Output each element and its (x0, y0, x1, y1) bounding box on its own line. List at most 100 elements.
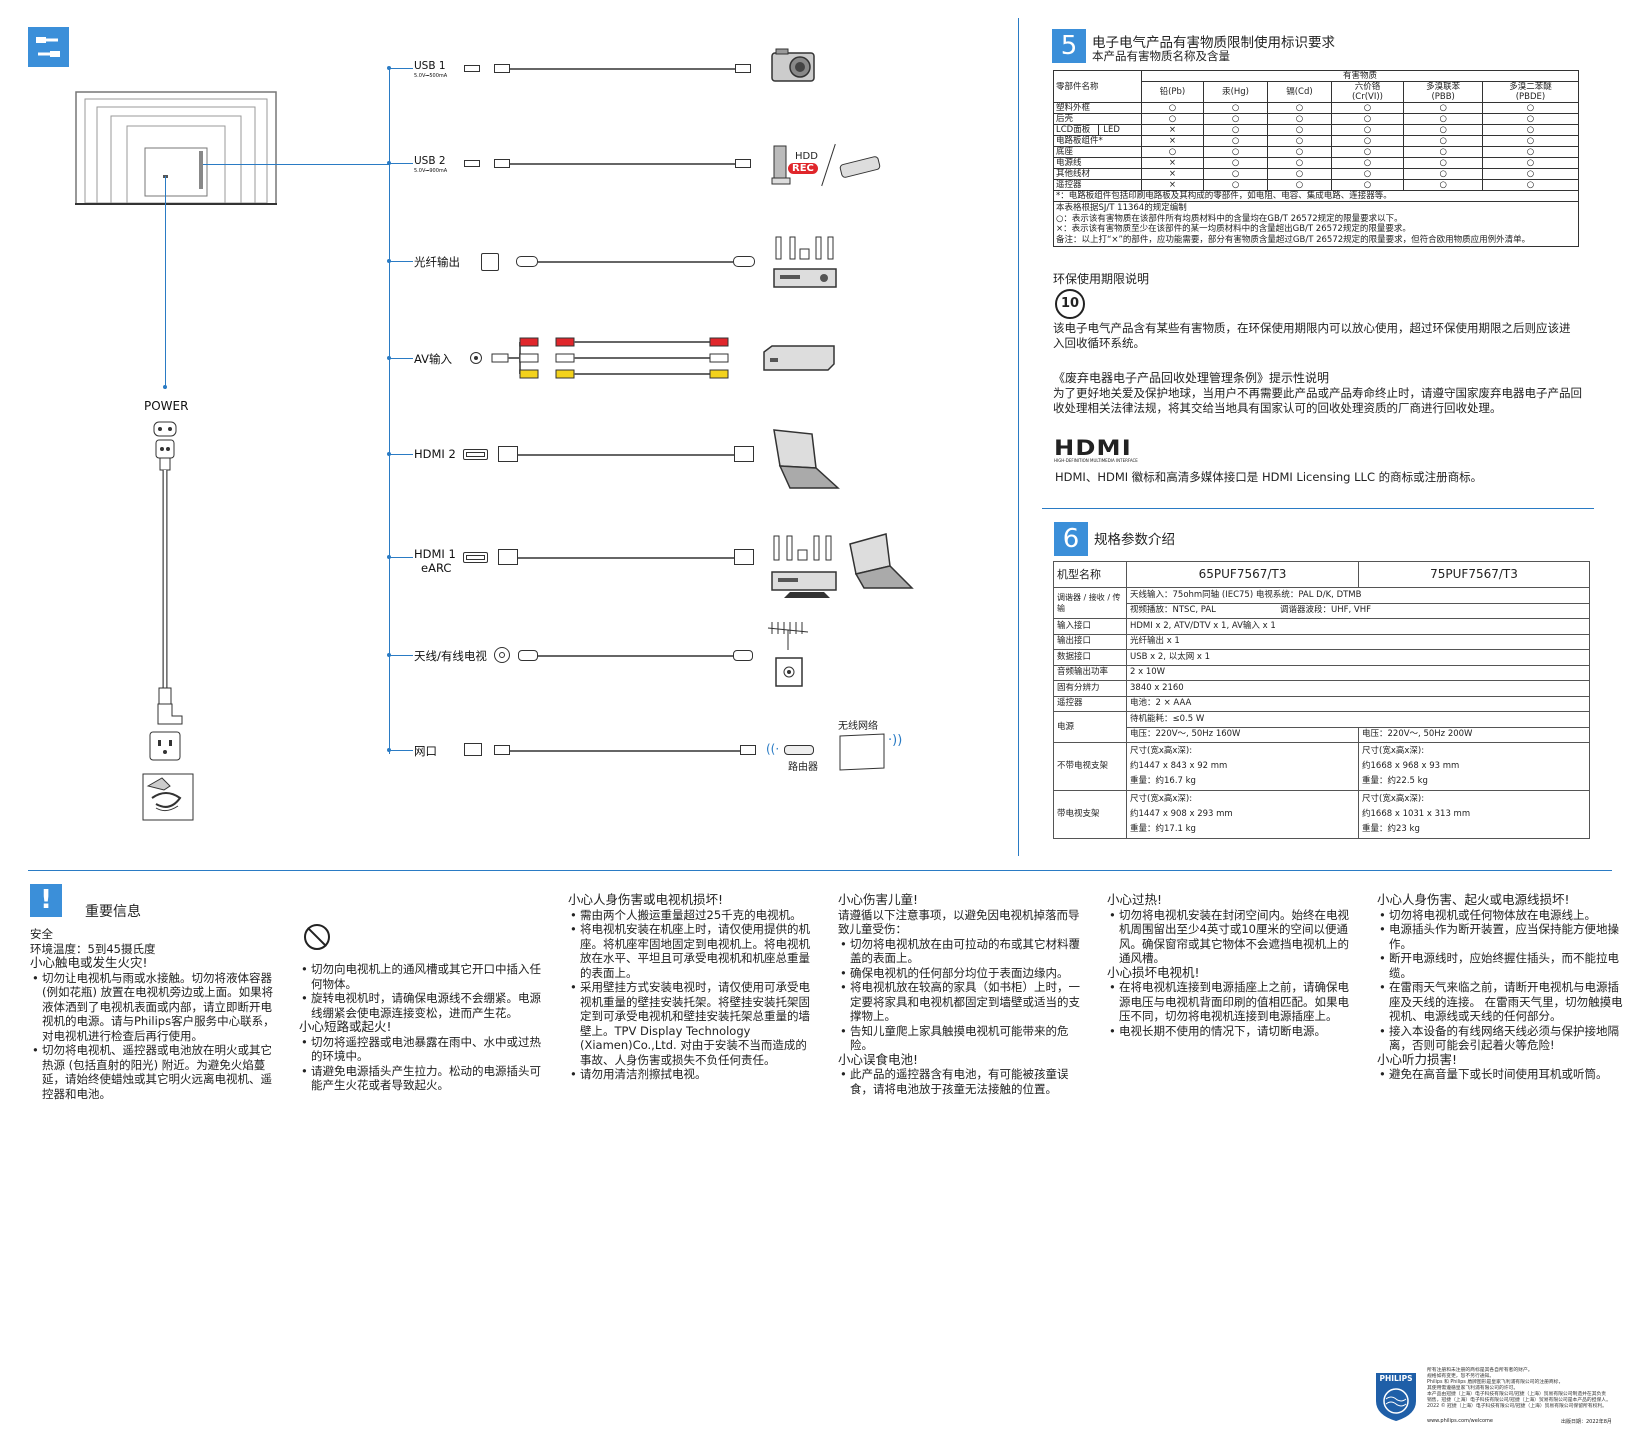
hazard-cell: ○ (1267, 168, 1332, 180)
hazard-table: 零部件名称 有害物质 铅(Pb)汞(Hg)镉(Cd)六价铬 (Cr(VI))多溴… (1053, 70, 1579, 247)
footer-legal-line: 2022 © 冠捷（上海）电子科技有限公司/冠捷（上海）贸易有限公司保留所有权利… (1427, 1404, 1607, 1409)
spec-key: 固有分辨力 (1053, 680, 1127, 697)
hazard-cell: ○ (1141, 113, 1204, 125)
port-label-hdmi1: HDMI 1 (414, 547, 456, 561)
hdmi-plug-icon (498, 549, 518, 565)
usb1-cable (510, 68, 735, 70)
antenna-port-icon (494, 647, 510, 663)
philips-brand: PHILIPS (1379, 1374, 1413, 1383)
hazard-part-subname: LED (1098, 125, 1120, 135)
footer-legal-line: Philips 和 Philips 盾牌图形是皇家飞利浦有限公司的注册商标， (1427, 1380, 1564, 1385)
hazard-substance-header: 镉(Cd) (1267, 81, 1332, 103)
spec-tuner-band: 调谐器波段：UHF, VHF (1280, 605, 1372, 616)
spec-model-a: 65PUF7567/T3 (1126, 561, 1359, 588)
port-label-earc: eARC (421, 561, 452, 575)
hazard-cell: ○ (1267, 102, 1332, 114)
hazard-cell: ○ (1202, 157, 1269, 169)
safety-heading: 小心伤害儿童! (838, 892, 919, 907)
hazard-cell: ○ (1267, 146, 1332, 158)
hazard-part-name: 电源线 (1056, 158, 1082, 168)
safety-item: 切勿将遥控器或电池暴露在雨中、水中或过热的环境中。 (299, 1035, 549, 1064)
spec-table: 机型名称 65PUF7567/T3 75PUF7567/T3 调谐器 / 接收 … (1053, 561, 1590, 839)
safety-item: 切勿向电视机上的通风槽或其它开口中插入任何物体。 (299, 962, 549, 991)
hazard-part-name: 底座 (1056, 147, 1074, 157)
spec-stand-label: 带电视支架 (1053, 790, 1127, 839)
spec-key: 遥控器 (1053, 695, 1127, 712)
safety-heading: 小心人身伤害或电视机损坏! (568, 892, 724, 907)
footer-legal-text: 所有注册和未注册的商标是其各自所有者的财产。规格如有变更，恕不另行通知。Phil… (1427, 1368, 1617, 1410)
safety-item: 切勿将电视机或任何物体放在电源线上。 (1377, 908, 1627, 923)
safety-item: 请避免电源插头产生拉力。松动的电源插头可能产生火花或者导致起火。 (299, 1064, 549, 1093)
spec-tuner-label: 调谐器 / 接收 / 传输 (1053, 587, 1127, 619)
env-period-text: 该电子电气产品含有某些有害物质，在环保使用期限内可以放心使用，超过环保使用期限之… (1053, 321, 1571, 350)
safety-item: 将电视机放在较高的家具（如书柜）上时，一定要将家具和电视机都固定到墙壁或适当的支… (838, 980, 1088, 1024)
optical-port-icon (481, 253, 499, 271)
spec-nostand-label: 不带电视支架 (1053, 742, 1127, 791)
hazard-part-name: 其他线材 (1056, 169, 1091, 179)
safety-column-5: 小心过热!切勿将电视机安装在封闭空间内。始终在电视机周围留出至少4英寸或10厘米… (1107, 892, 1357, 1038)
safety-heading: 小心误食电池! (838, 1051, 919, 1067)
hazard-part-name: 后壳 (1056, 114, 1074, 124)
spec-power-b: 电压：220V～, 50Hz 200W (1358, 726, 1590, 743)
power-cord-illustration (138, 418, 198, 823)
hazard-cell: ○ (1141, 102, 1204, 114)
hazard-part-header: 零部件名称 (1053, 70, 1142, 103)
wireless-label: 无线网络 (838, 721, 878, 732)
safety-column-1: 安全环境温度：5到45摄氏度小心触电或发生火灾!切勿让电视机与雨或水接触。切勿将… (30, 927, 280, 1101)
env-period-title: 环保使用期限说明 (1053, 272, 1150, 286)
hazard-cell: ○ (1330, 135, 1405, 147)
antenna-icon (766, 618, 810, 690)
hazard-cell: ○ (1482, 102, 1579, 114)
hazard-cell: ○ (1330, 102, 1405, 114)
section-divider (1042, 508, 1594, 509)
hazard-cell: ○ (1403, 146, 1483, 158)
hazard-row: 后壳○○○○○○ (1053, 113, 1579, 125)
hazard-cell: ○ (1267, 124, 1332, 136)
hazard-cell: ○ (1202, 113, 1269, 125)
hazard-cell: × (1141, 135, 1204, 147)
footer-legal-line: 规格如有变更，恕不另行通知。 (1427, 1374, 1495, 1379)
safety-column-2: 切勿向电视机上的通风槽或其它开口中插入任何物体。旋转电视机时，请确保电源线不会绷… (299, 962, 549, 1093)
av-port-icon (470, 352, 482, 364)
footer-legal-line: 本产品由冠捷（上海）电子科技有限公司/冠捷（上海）贸易有限公司制造并在其负责 (1427, 1392, 1607, 1397)
coax-plug-icon (518, 650, 538, 661)
hdmi-plug-icon (498, 446, 518, 462)
hazard-cell: ○ (1330, 113, 1405, 125)
hazard-cell: ○ (1482, 124, 1579, 136)
safety-item: 切勿将电视机放在由可拉动的布或其它材料覆盖的表面上。 (838, 937, 1088, 966)
hazard-cell: ○ (1141, 146, 1204, 158)
safety-item: 切勿将电视机安装在封闭空间内。始终在电视机周围留出至少4英寸或10厘米的空间以便… (1107, 908, 1357, 966)
hazard-substance-header-row: 铅(Pb)汞(Hg)镉(Cd)六价铬 (Cr(VI))多溴联苯 (PBB)多溴二… (1054, 81, 1579, 103)
wifi-waves-icon: ((· (766, 742, 780, 756)
port-rating-usb2: 5.0V⎓900mA (414, 168, 448, 174)
hazard-cell: ○ (1403, 135, 1483, 147)
hazard-cell: ○ (1267, 113, 1332, 125)
hazard-cell: ○ (1202, 179, 1269, 191)
safety-item: 电源插头作为断开装置，应当保持能方便地操作。 (1377, 922, 1627, 951)
hazard-row: 遥控器×○○○○○ (1053, 179, 1579, 191)
safety-item: 确保电视机的任何部分均位于表面边缘内。 (838, 966, 1088, 981)
spec-stand-weight-a: 重量：约17.1 kg (1130, 824, 1196, 834)
antenna-cable (538, 655, 733, 657)
spec-key: 数据接口 (1053, 649, 1127, 666)
usb-plug-icon (494, 64, 510, 73)
hdmi-trademark-text: HDMI、HDMI 徽标和高清多媒体接口是 HDMI Licensing LLC… (1055, 470, 1483, 484)
wireless-device-icon (838, 732, 886, 772)
hazard-cell: ○ (1403, 124, 1483, 136)
usb-port-icon (464, 65, 480, 72)
hazard-cell: ○ (1403, 113, 1483, 125)
safety-heading: 小心短路或起火! (299, 1019, 392, 1034)
hazard-part-name: 塑料外框 (1056, 103, 1091, 113)
spec-model-b: 75PUF7567/T3 (1358, 561, 1590, 588)
hazard-substance-header: 铅(Pb) (1141, 81, 1204, 103)
connection-icon (28, 27, 69, 67)
hazard-cell: × (1141, 179, 1204, 191)
weee-text: 为了更好地关爱及保护地球，当用户不再需要此产品或产品寿命终止时，请遵守国家废弃电… (1053, 386, 1582, 415)
safety-item: 需由两个人搬运重量超过25千克的电视机。 (568, 908, 818, 923)
dvd-player-icon (762, 344, 836, 372)
laptop-icon (770, 428, 840, 492)
hazard-cell: ○ (1267, 179, 1332, 191)
hazard-row: 其他线材×○○○○○ (1053, 168, 1579, 180)
